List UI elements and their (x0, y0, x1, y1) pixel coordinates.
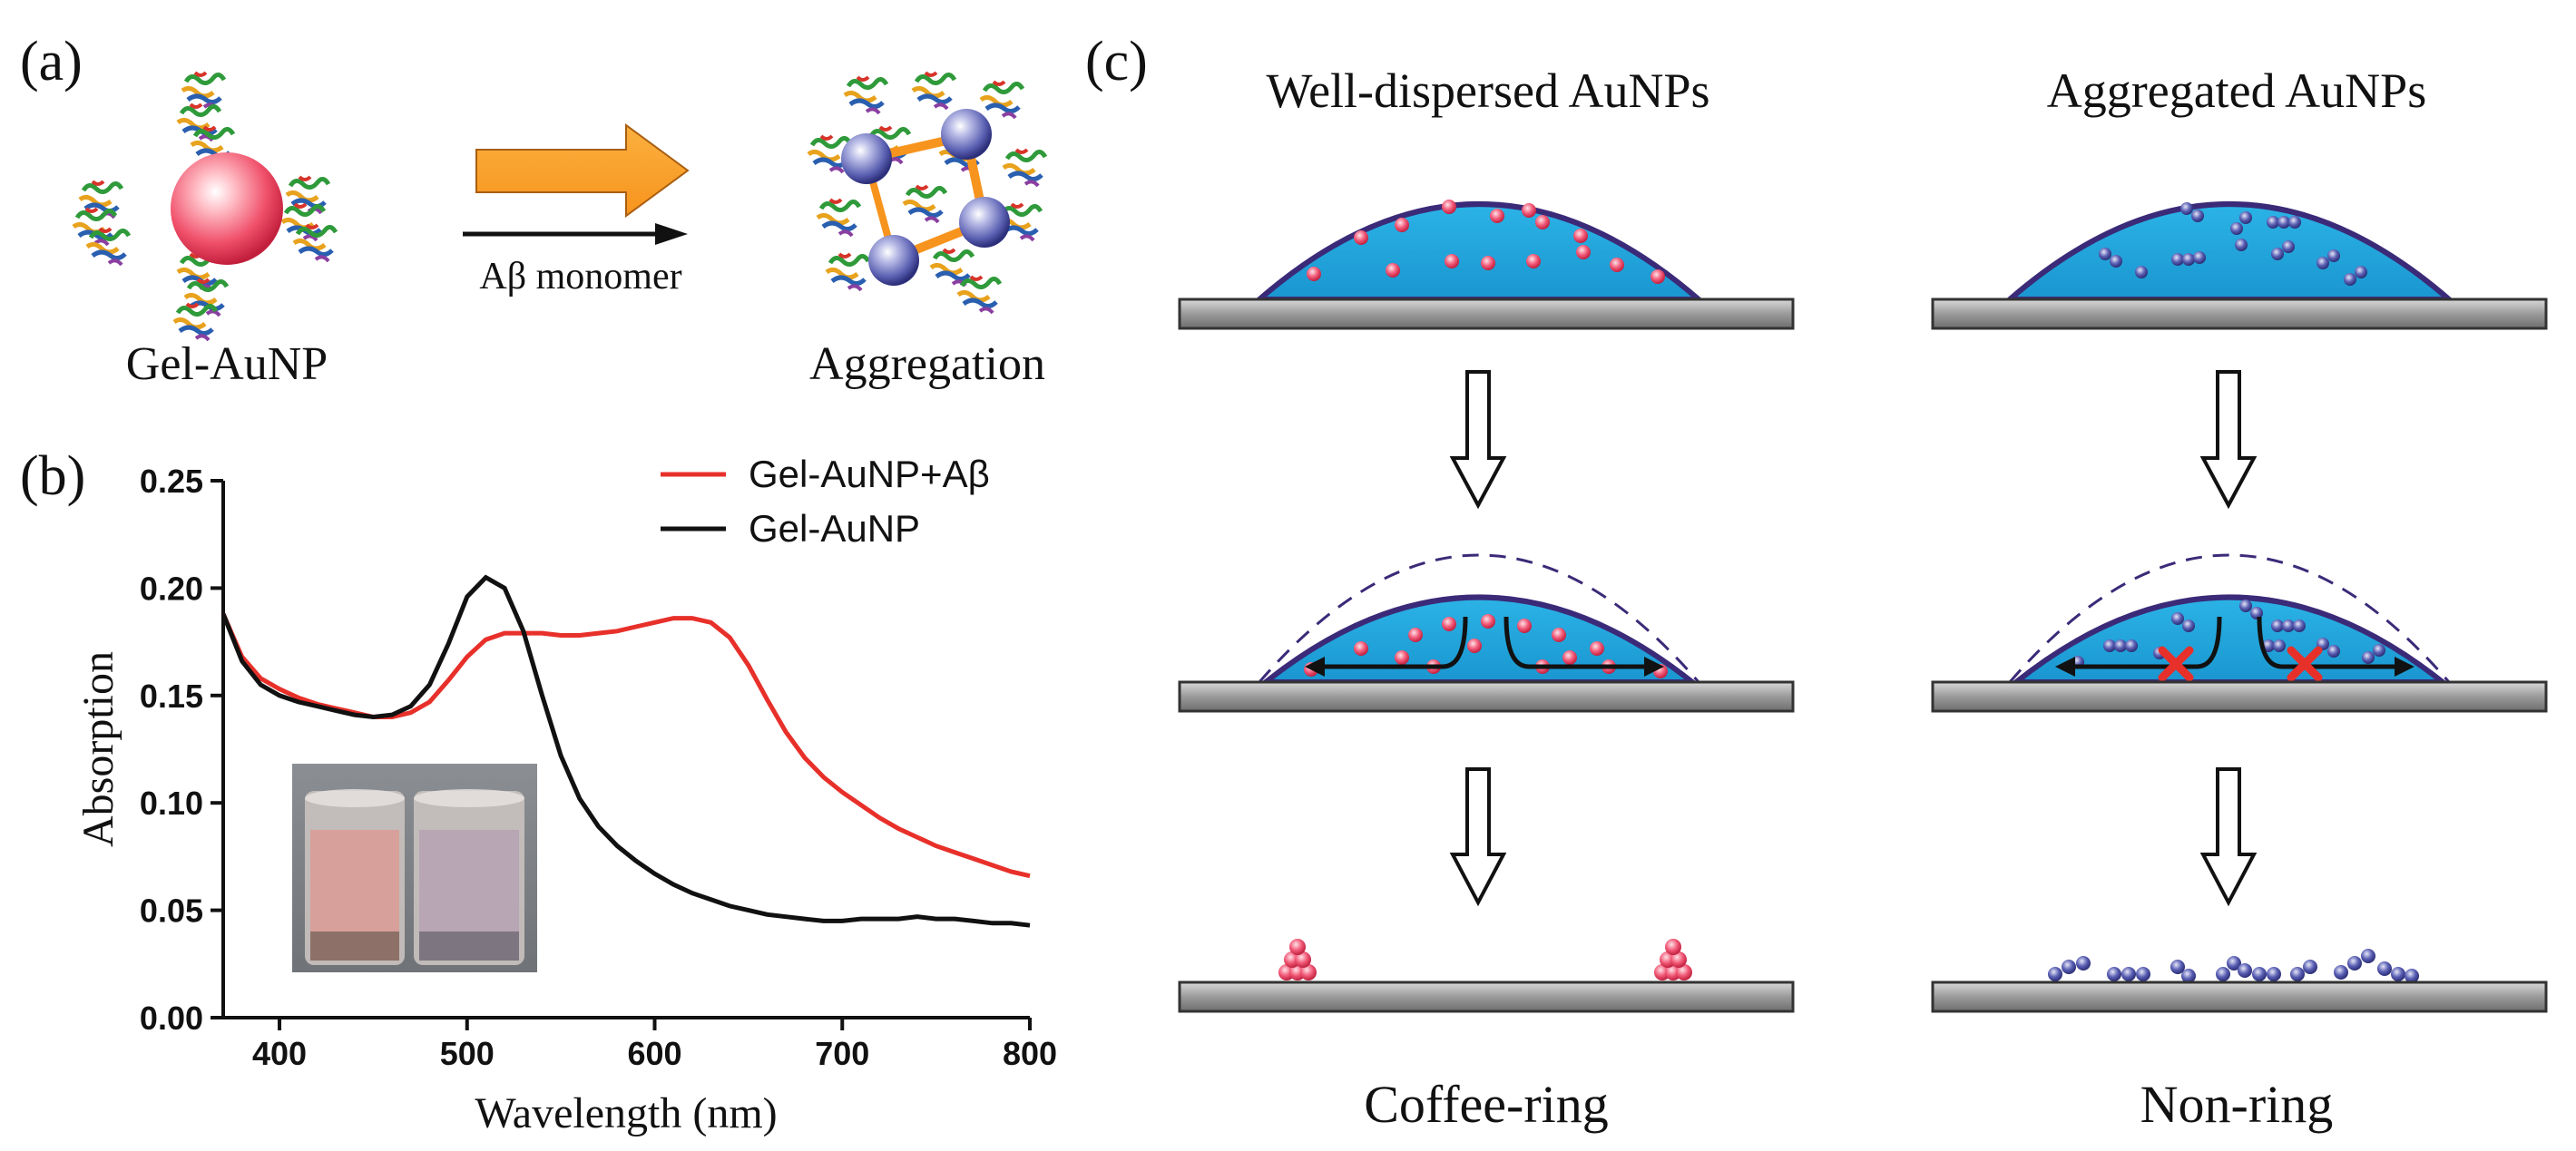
y-tick-label: 0.15 (140, 678, 203, 715)
aggregated-np (841, 133, 892, 184)
panel-c-label: (c) (1085, 31, 1148, 93)
down-arrow-icon (2199, 370, 2258, 510)
substrate-slab (1178, 680, 1795, 713)
absorption-chart: 0.00 0.05 0.10 0.15 0.20 0.25 400 500 600 700 800… (74, 453, 1057, 1137)
y-tick-label: 0.25 (140, 463, 203, 500)
down-arrow-icon (1449, 767, 1507, 907)
panel-b-label: (b) (20, 445, 85, 507)
x-tick-label: 700 (815, 1035, 869, 1072)
substrate-slab (1931, 298, 2548, 330)
chart-legend: Gel-AuNP+Aβ Gel-AuNP (661, 453, 990, 550)
blocked-flow-cross-icon (2287, 646, 2323, 682)
x-axis-ticks: 400 500 600 700 800 (252, 1018, 1057, 1072)
y-tick-label: 0.20 (140, 570, 203, 607)
left-column-title: Well-dispersed AuNPs (1266, 63, 1709, 118)
substrate-slab (1931, 980, 2548, 1013)
dispersed-droplet-evaporating (1258, 553, 1700, 685)
y-tick-label: 0.00 (140, 1000, 203, 1037)
dispersed-droplet-initial (1251, 200, 1707, 302)
gel-aunp-illustration (73, 73, 336, 340)
y-tick-label: 0.05 (140, 893, 203, 930)
aggregated-droplet-initial (2002, 201, 2457, 302)
non-ring-caption: Non-ring (2140, 1075, 2334, 1134)
y-axis-label: Absorption (74, 651, 122, 847)
gel-aunp-caption: Gel-AuNP (126, 338, 328, 390)
legend-label-gel-aunp-abeta: Gel-AuNP+Aβ (749, 453, 990, 495)
aggregated-droplet-evaporating (2008, 553, 2451, 685)
aggregation-illustration (808, 73, 1045, 313)
aggregation-arrow (463, 123, 690, 245)
x-tick-label: 500 (440, 1035, 495, 1072)
aggregation-caption: Aggregation (809, 338, 1045, 390)
down-arrow-icon (1449, 370, 1507, 510)
panel-a-label: (a) (20, 31, 83, 93)
aggregated-np (959, 197, 1010, 248)
substrate-slab (1178, 980, 1795, 1013)
legend-label-gel-aunp: Gel-AuNP (749, 507, 920, 550)
substrate-slab (1178, 298, 1795, 330)
aggregated-np (868, 235, 919, 286)
y-tick-label: 0.10 (140, 785, 203, 822)
right-column-title: Aggregated AuNPs (2047, 63, 2426, 118)
vial-photo-inset (292, 764, 537, 972)
x-tick-label: 400 (252, 1035, 307, 1072)
x-axis-label: Wavelength (nm) (475, 1089, 777, 1137)
right-vial-liquid (419, 830, 519, 932)
blocked-flow-cross-icon (2158, 646, 2194, 682)
coffee-ring-caption: Coffee-ring (1364, 1075, 1609, 1134)
x-tick-label: 600 (627, 1035, 681, 1072)
series-line-gel-aunp (220, 574, 1031, 928)
abeta-monomer-label: Aβ monomer (479, 256, 681, 298)
x-tick-label: 800 (1003, 1035, 1057, 1072)
coffee-ring-deposit (1278, 939, 1692, 980)
substrate-slab (1931, 680, 2548, 713)
down-arrow-icon (2199, 767, 2258, 907)
gold-nanoparticle (171, 152, 283, 265)
left-vial-liquid (310, 830, 399, 932)
uniform-deposit (2048, 949, 2419, 983)
y-axis-ticks: 0.00 0.05 0.10 0.15 0.20 0.25 (140, 463, 223, 1037)
aggregated-np (941, 109, 992, 160)
